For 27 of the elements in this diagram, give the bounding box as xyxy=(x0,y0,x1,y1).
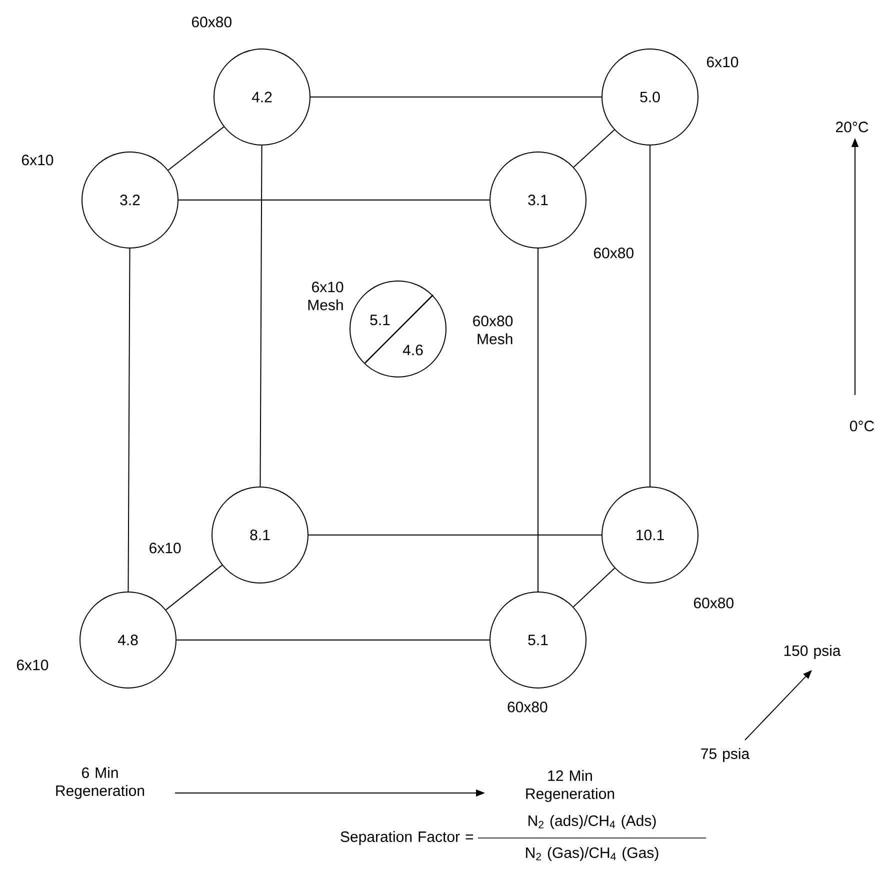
connecting-line xyxy=(128,248,130,592)
connecting-line xyxy=(165,564,223,610)
mesh-label: 6x10 xyxy=(706,56,738,68)
mesh-label: 6x10 xyxy=(22,154,54,166)
connecting-line xyxy=(260,145,262,487)
formula-text: Separation Factor = xyxy=(340,831,474,845)
mesh-label: 60x80 xyxy=(508,702,548,712)
mesh-label: 60x80 xyxy=(694,598,734,608)
connecting-line xyxy=(310,96,602,98)
axis-label: 12 Min Regeneration xyxy=(526,770,614,802)
mesh-label: 60x80 xyxy=(594,248,634,258)
mesh-label: 60x80 Mesh xyxy=(473,316,513,344)
axis-label: 0°C xyxy=(850,420,874,432)
formula-text: N$_{2}$ (Gas)/CH$_{4}$ (Gas) xyxy=(526,847,658,861)
connecting-line xyxy=(572,568,616,608)
mesh-label: 6x10 xyxy=(150,542,181,554)
axis-label: 75 psia xyxy=(701,748,750,762)
formula-text: N$_{2}$ (ads)/CH$_{4}$ (Ads) xyxy=(528,815,656,829)
mesh-label: 60x80 xyxy=(192,16,232,28)
axis-label: 6 Min Regeneration xyxy=(56,767,144,799)
axis-label: 20°C xyxy=(836,122,868,132)
mesh-label: 6x10 Mesh xyxy=(308,282,344,310)
connecting-line xyxy=(573,129,615,168)
axis-label: 150 psia xyxy=(784,645,841,659)
connecting-line xyxy=(308,534,602,536)
mesh-label: 6x10 xyxy=(16,660,48,670)
connecting-line xyxy=(168,126,224,171)
